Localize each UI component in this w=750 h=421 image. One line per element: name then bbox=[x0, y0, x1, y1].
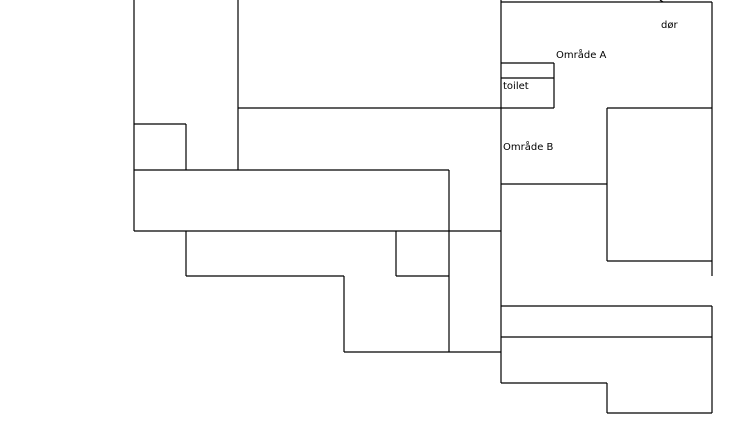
door-label: dør bbox=[661, 20, 678, 31]
toilet-label: toilet bbox=[503, 81, 529, 92]
area-b-label: Område B bbox=[503, 142, 554, 153]
area-a-label: Område A bbox=[556, 50, 607, 61]
wall bbox=[659, 0, 664, 3]
